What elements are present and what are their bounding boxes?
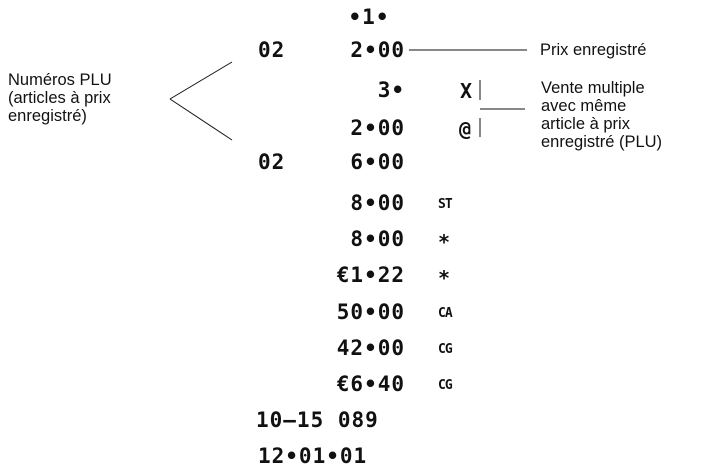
amount: 8•00 bbox=[350, 191, 405, 215]
amount: 2•00 bbox=[350, 116, 405, 140]
receipt-footer-line2: 12•01•01 bbox=[258, 444, 368, 468]
plu-leader-top bbox=[169, 61, 233, 100]
amount: €6•40 bbox=[336, 372, 405, 396]
amount: 42•00 bbox=[336, 336, 405, 360]
registered-price-label: Prix enregistré bbox=[540, 41, 647, 59]
plu-leader-bottom bbox=[169, 98, 233, 141]
cash-code: CA bbox=[438, 306, 453, 321]
subtotal-code: ST bbox=[438, 197, 453, 212]
multiple-sale-label: Vente multiple avec même article à prix … bbox=[541, 79, 663, 151]
receipt-header: •1• bbox=[348, 5, 390, 29]
at-code: @ bbox=[459, 117, 472, 141]
plu-number: 02 bbox=[258, 150, 286, 174]
plu-number: 02 bbox=[258, 38, 286, 62]
amount: 50•00 bbox=[336, 300, 405, 324]
plu-numbers-label: Numéros PLU (articles à prix enregistré) bbox=[8, 71, 112, 125]
change-code: CG bbox=[438, 342, 453, 357]
total-code: * bbox=[438, 266, 451, 290]
multiply-code: X bbox=[460, 79, 473, 103]
amount: 8•00 bbox=[350, 227, 405, 251]
amount: 6•00 bbox=[350, 150, 405, 174]
amount: €1•22 bbox=[336, 263, 405, 287]
amount: 3• bbox=[377, 78, 405, 102]
receipt-footer-line1: 10–15 089 bbox=[256, 408, 379, 432]
total-code: * bbox=[438, 230, 451, 254]
change-code: CG bbox=[438, 378, 453, 393]
amount: 2•00 bbox=[350, 38, 405, 62]
